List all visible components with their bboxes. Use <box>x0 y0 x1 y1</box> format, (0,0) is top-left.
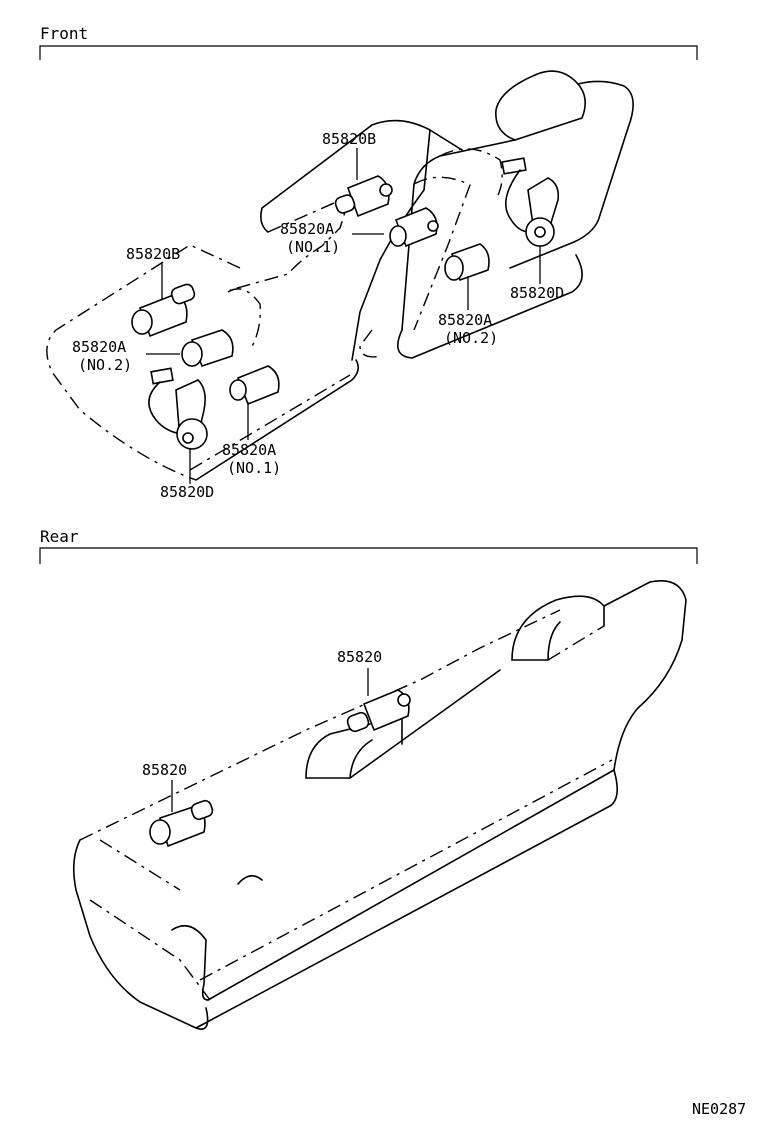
motor-85820d-right <box>501 157 560 247</box>
motor-85820-upper <box>346 689 411 733</box>
motor-85820-lower <box>149 799 214 848</box>
rear-section-bracket <box>39 547 698 564</box>
motor-85820a-no1-upper <box>389 207 439 248</box>
label-85820-upper: 85820 <box>337 648 382 666</box>
motor-85820b-upper <box>334 175 393 218</box>
label-85820a-no1-lower: 85820A <box>222 441 276 459</box>
label-85820a-no2-right: 85820A <box>438 311 492 329</box>
label-85820a-no2-left: 85820A <box>72 338 126 356</box>
rear-seat <box>72 580 687 1030</box>
label-85820b-upper: 85820B <box>322 130 376 148</box>
rear-section-heading: Rear <box>40 527 79 546</box>
label-85820a-no1-upper-sub: (NO.1) <box>286 238 340 256</box>
motor-85820a-no1-lower <box>229 365 280 406</box>
motor-85820a-no2-right <box>444 243 490 282</box>
motor-85820a-no2-left <box>181 329 234 368</box>
label-85820d-lower: 85820D <box>160 483 214 501</box>
front-section-heading: Front <box>40 24 88 43</box>
label-85820a-no1-upper: 85820A <box>280 220 334 238</box>
figure-code: NE0287 <box>692 1100 746 1118</box>
front-section-bracket <box>39 45 698 60</box>
label-85820-lower: 85820 <box>142 761 187 779</box>
label-85820a-no1-lower-sub: (NO.1) <box>227 459 281 477</box>
label-85820a-no2-left-sub: (NO.2) <box>78 356 132 374</box>
label-85820b-left: 85820B <box>126 245 180 263</box>
label-85820d-right: 85820D <box>510 284 564 302</box>
motor-85820b-left <box>131 283 196 338</box>
front-right-seat <box>359 70 634 359</box>
front-left-seat <box>46 119 463 481</box>
motor-85820d-lower <box>148 367 208 450</box>
label-85820a-no2-right-sub: (NO.2) <box>444 329 498 347</box>
